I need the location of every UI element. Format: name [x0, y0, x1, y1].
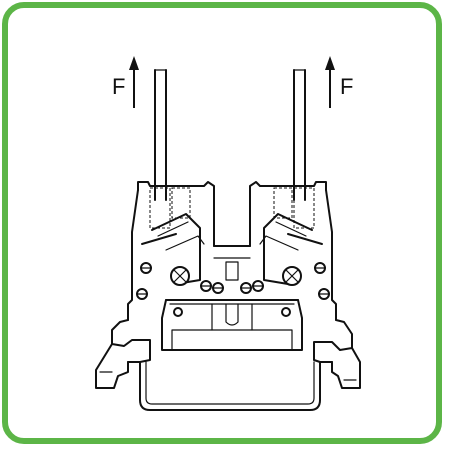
clamp-right — [252, 187, 330, 300]
force-arrow-right — [325, 56, 335, 108]
diagram-frame — [2, 2, 442, 444]
wire-left — [154, 69, 167, 201]
center-screws — [173, 282, 291, 317]
terminal-housing — [95, 181, 361, 389]
clamp-left — [136, 187, 212, 300]
force-label-right: F — [340, 74, 353, 99]
force-label-left: F — [112, 74, 125, 99]
din-rail — [127, 361, 333, 411]
force-arrow-left — [129, 56, 139, 108]
wire-right — [293, 69, 306, 201]
